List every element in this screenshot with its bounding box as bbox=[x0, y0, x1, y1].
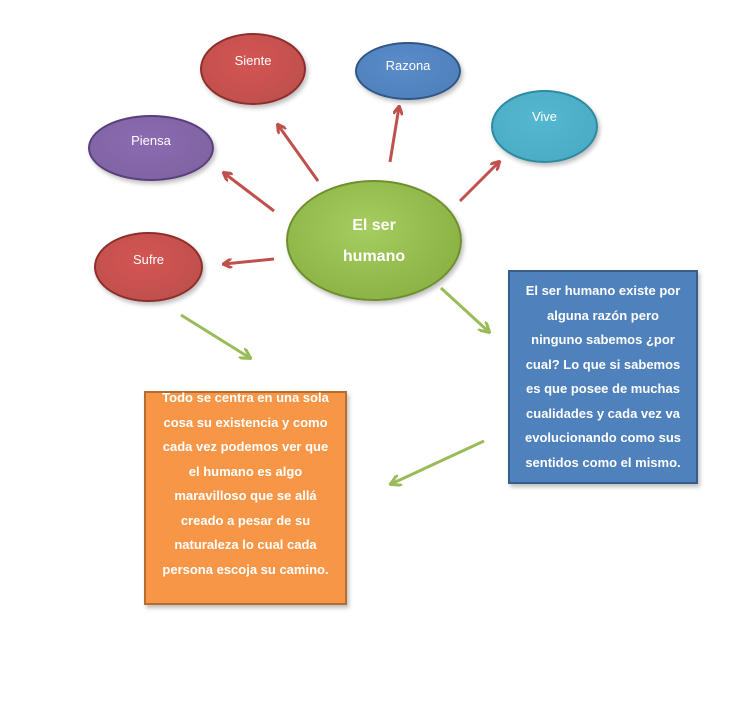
node-razona-label: Razona bbox=[385, 58, 431, 74]
arrow-to-orange-box bbox=[391, 439, 485, 484]
info-box-right: El ser humano existe por alguna razón pe… bbox=[508, 270, 698, 484]
node-siente-label: Siente bbox=[234, 53, 272, 69]
arrow-to-razona bbox=[388, 107, 399, 163]
arrow-to-piensa bbox=[224, 173, 275, 213]
node-siente: Siente bbox=[200, 33, 306, 105]
node-vive-label: Vive bbox=[531, 108, 558, 124]
arrow-to-siente bbox=[278, 125, 320, 182]
node-vive: Vive bbox=[491, 90, 598, 163]
arrow-to-left-bottom bbox=[180, 313, 250, 358]
arrow-to-right-box bbox=[439, 286, 489, 332]
info-box-left: Todo se centra en una sola cosa su exist… bbox=[144, 390, 347, 605]
node-piensa: Piensa bbox=[88, 115, 214, 181]
arrow-to-vive bbox=[458, 162, 499, 203]
node-razona: Razona bbox=[355, 42, 461, 100]
info-box-left-text: Todo se centra en una sola cosa su exist… bbox=[162, 390, 329, 577]
arrow-to-sufre bbox=[224, 257, 275, 264]
node-sufre-label: Sufre bbox=[132, 252, 165, 268]
center-node-label: El ser humano bbox=[342, 216, 406, 265]
info-box-right-text: El ser humano existe por alguna razón pe… bbox=[524, 283, 682, 470]
node-sufre: Sufre bbox=[94, 232, 203, 302]
center-node: El ser humano bbox=[286, 180, 462, 301]
node-piensa-label: Piensa bbox=[131, 132, 171, 148]
